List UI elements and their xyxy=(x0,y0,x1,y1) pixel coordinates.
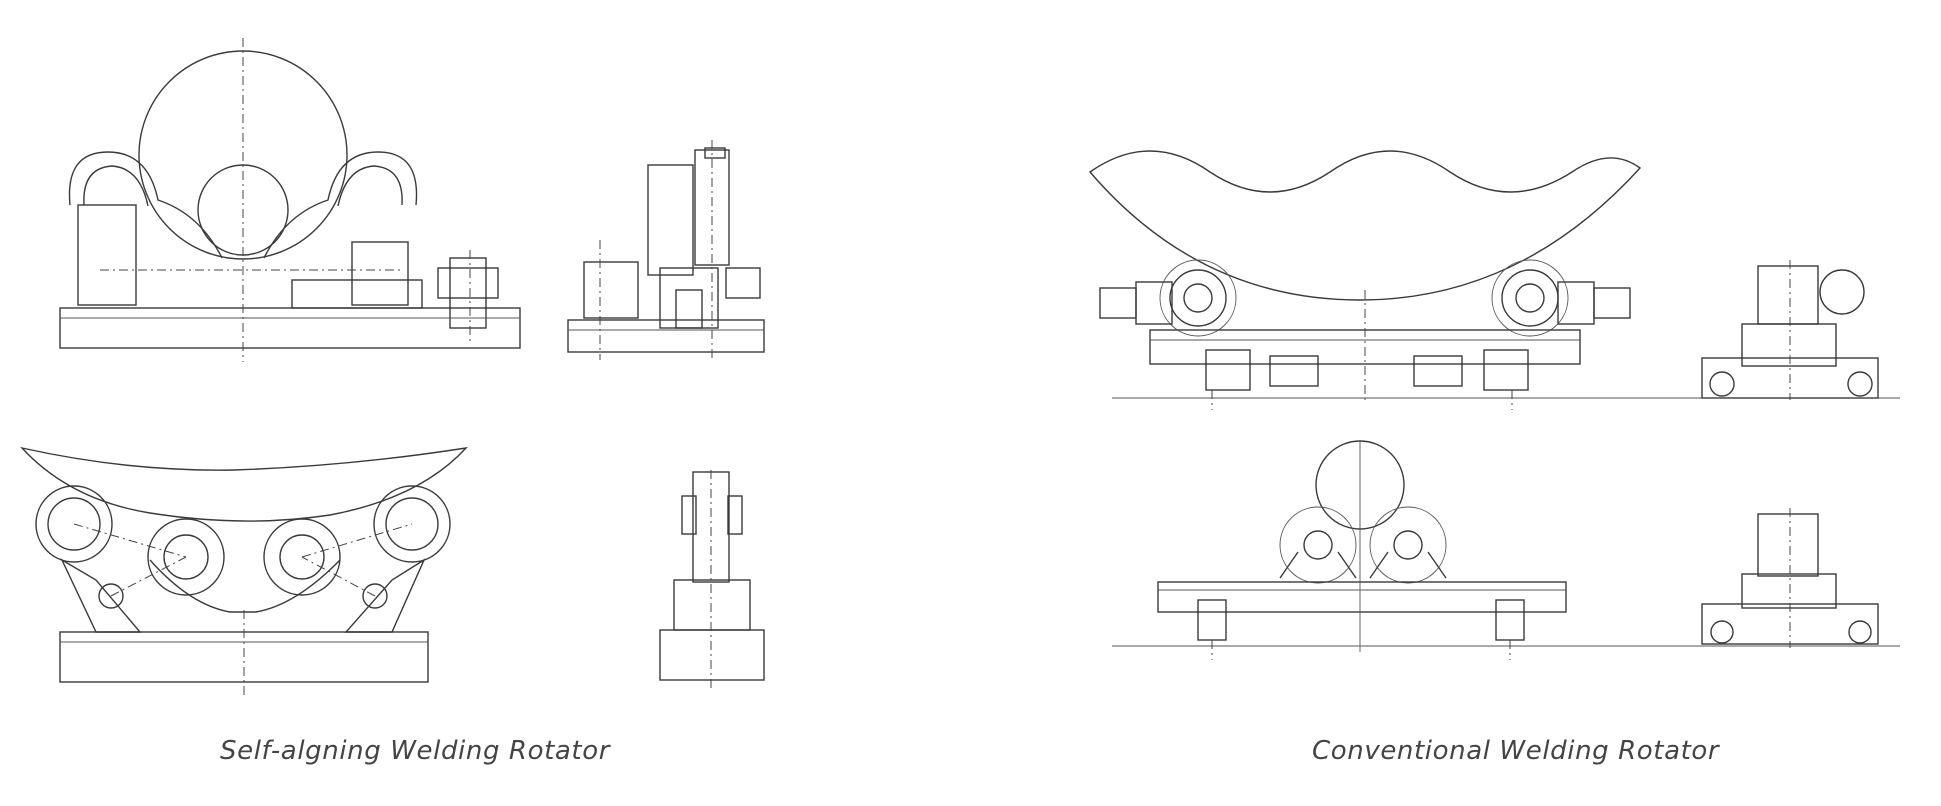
self-aligning-side-view-2 xyxy=(659,470,765,690)
workpiece-section xyxy=(19,446,468,522)
self-aligning-front-view-2 xyxy=(19,446,468,695)
conventional-side-view-2 xyxy=(1701,508,1879,648)
left-roller-arm xyxy=(68,151,223,259)
self-aligning-side-view xyxy=(567,140,765,360)
conventional-front-view-2 xyxy=(1112,440,1900,660)
workpiece-section-conventional xyxy=(1088,150,1642,301)
caption-conventional: Conventional Welding Rotator xyxy=(1312,736,1720,766)
conventional-side-view xyxy=(1701,260,1879,400)
self-aligning-front-view xyxy=(59,38,521,362)
rail-beam-2 xyxy=(1157,581,1567,613)
right-roller-arm xyxy=(263,151,418,259)
caption-self-aligning: Self-algning Welding Rotator xyxy=(220,736,611,766)
conventional-front-view xyxy=(1088,150,1900,410)
self-aligning-base xyxy=(59,307,521,349)
